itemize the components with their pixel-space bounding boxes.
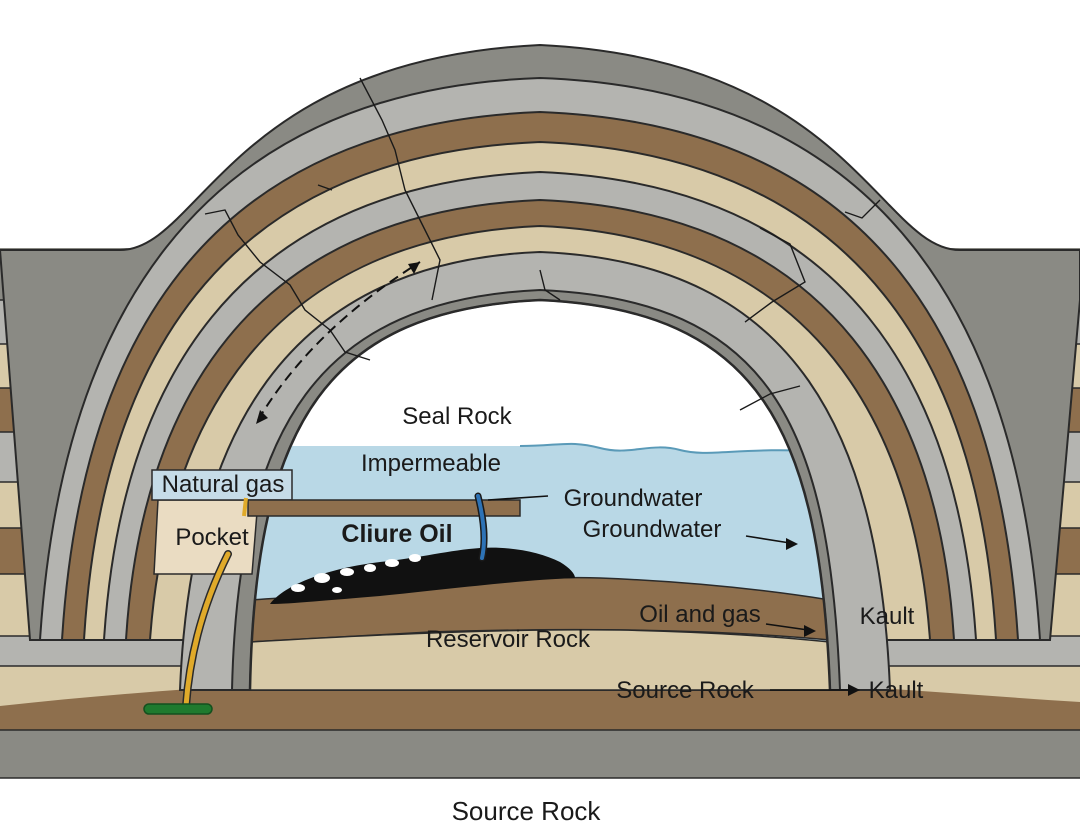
oil-bubble bbox=[364, 564, 376, 572]
crude-oil-accumulation bbox=[270, 547, 575, 604]
label-reservoir-rock: Reservoir Rock bbox=[426, 626, 591, 653]
label-seal-rock: Seal Rock bbox=[402, 403, 512, 430]
gas-pocket-area bbox=[151, 469, 521, 575]
oil-bubble bbox=[332, 587, 342, 593]
arrowhead-down bbox=[256, 410, 268, 424]
label-source-rock-bottom: Source Rock bbox=[452, 796, 602, 826]
label-source-rock-inner: Source Rock bbox=[616, 677, 754, 704]
label-pocket: Pocket bbox=[175, 524, 249, 551]
groundwater-arrowhead bbox=[786, 538, 798, 550]
oil-gas-arrowhead bbox=[804, 625, 816, 637]
fault-lines bbox=[204, 77, 881, 411]
label-groundwater-1: Groundwater bbox=[564, 485, 703, 512]
groundwater-arrow bbox=[745, 535, 791, 544]
oil-bubble bbox=[340, 568, 354, 576]
arrowhead-up bbox=[408, 262, 420, 274]
crack-line bbox=[317, 184, 333, 191]
oil-bubble bbox=[409, 554, 421, 562]
stratum-gray-base bbox=[0, 730, 1080, 778]
oil-bubble bbox=[314, 573, 330, 583]
oil-bubble bbox=[385, 559, 399, 567]
label-groundwater-2: Groundwater bbox=[583, 516, 722, 543]
crack-line bbox=[359, 77, 441, 301]
oil-bubble bbox=[291, 584, 305, 592]
label-natural-gas: Natural gas bbox=[162, 471, 285, 498]
migration-path bbox=[257, 261, 421, 421]
oil-gas-arrow bbox=[765, 623, 809, 631]
pipes bbox=[143, 492, 488, 715]
migration-arrow bbox=[256, 261, 421, 424]
horizontal-conduit bbox=[247, 499, 521, 517]
yellow-pipe-fill bbox=[183, 551, 231, 709]
label-impermeable: Impermeable bbox=[361, 450, 501, 477]
oil-bubbles bbox=[291, 554, 421, 593]
reservoir-rock-lower bbox=[250, 628, 830, 690]
crack-line bbox=[539, 269, 561, 301]
crack-line bbox=[739, 385, 801, 411]
natural-gas-box bbox=[151, 469, 293, 501]
labels: Seal Rock Impermeable Natural gas Pocket… bbox=[162, 403, 924, 826]
label-kault-2: Kault bbox=[869, 677, 924, 704]
groundwater-leader bbox=[487, 495, 549, 501]
groundwater-surface bbox=[519, 442, 830, 454]
green-base-plate bbox=[143, 703, 213, 715]
yellow-gas-link bbox=[242, 497, 248, 517]
pointer-arrows bbox=[487, 495, 860, 696]
blue-pipe-fill bbox=[476, 494, 487, 560]
label-kault-1: Kault bbox=[860, 603, 915, 630]
crack-line bbox=[744, 227, 806, 323]
label-crude-oil: Cliure Oil bbox=[341, 520, 452, 548]
crack-line bbox=[844, 199, 881, 219]
label-oil-and-gas: Oil and gas bbox=[639, 601, 760, 628]
crack-line bbox=[204, 209, 371, 361]
source-rock-arrowhead bbox=[848, 684, 860, 696]
oil-blob bbox=[270, 547, 575, 604]
